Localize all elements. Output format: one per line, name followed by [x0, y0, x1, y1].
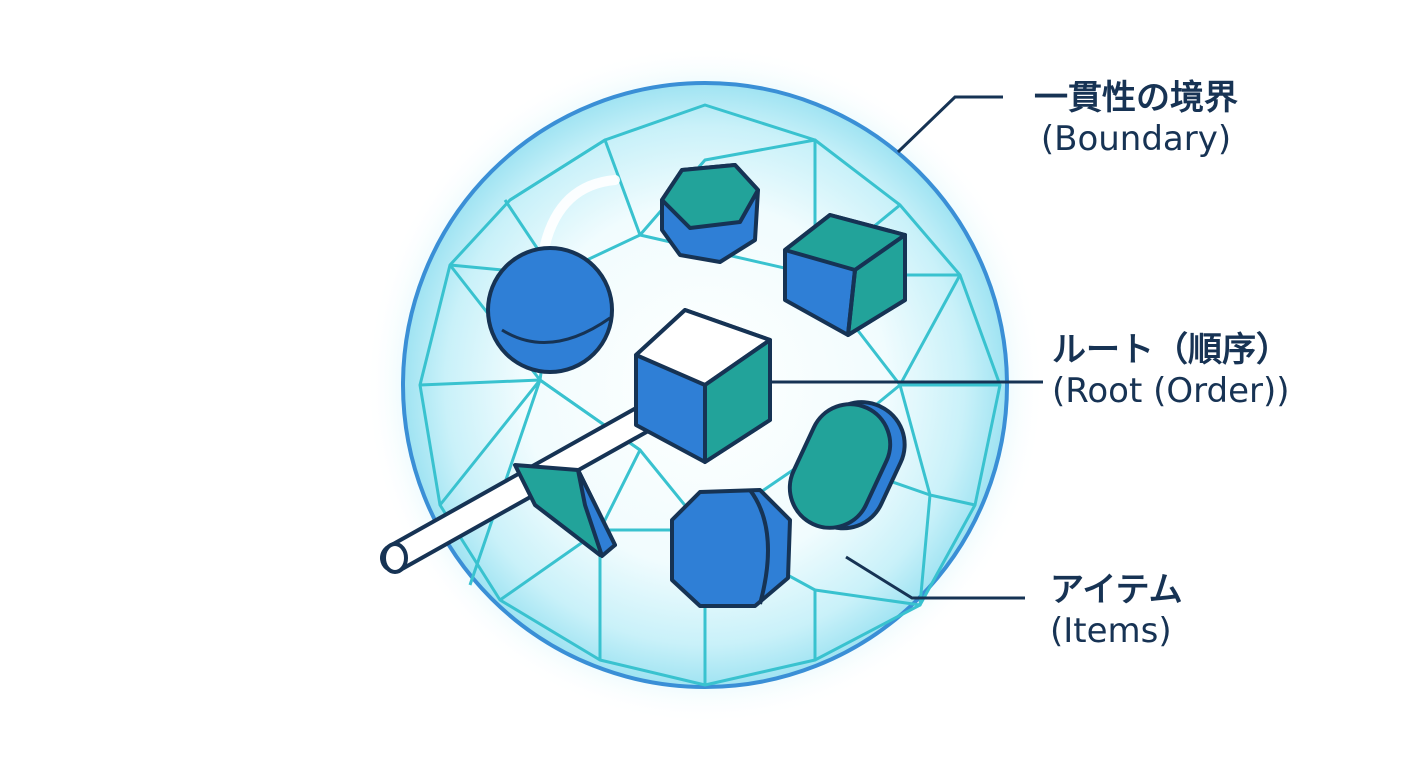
leader-lines — [772, 95, 1043, 600]
items-label-jp: アイテム — [1050, 570, 1183, 610]
item-hex-prism-top — [660, 163, 760, 264]
leader-boundary — [896, 95, 1003, 154]
leader-items — [845, 555, 1025, 600]
boundary-label-jp: 一貫性の境界 — [1034, 78, 1238, 118]
root-label-jp: ルート（順序） — [1052, 330, 1290, 370]
item-sphere — [486, 246, 614, 374]
root-cube — [634, 308, 772, 464]
root-label: ルート（順序） (Root (Order)) — [1052, 330, 1290, 412]
item-capsule — [787, 400, 907, 531]
items-label: アイテム (Items) — [1050, 570, 1183, 652]
glass-highlight — [540, 175, 620, 250]
root-label-en: (Root (Order)) — [1052, 370, 1290, 411]
item-pyramid — [513, 463, 617, 558]
boundary-label: 一貫性の境界 (Boundary) — [1034, 78, 1238, 160]
items-label-en: (Items) — [1050, 610, 1172, 651]
item-cube-right — [783, 213, 907, 337]
item-hex-prism-bottom — [670, 488, 792, 608]
boundary-label-en: (Boundary) — [1040, 118, 1232, 159]
